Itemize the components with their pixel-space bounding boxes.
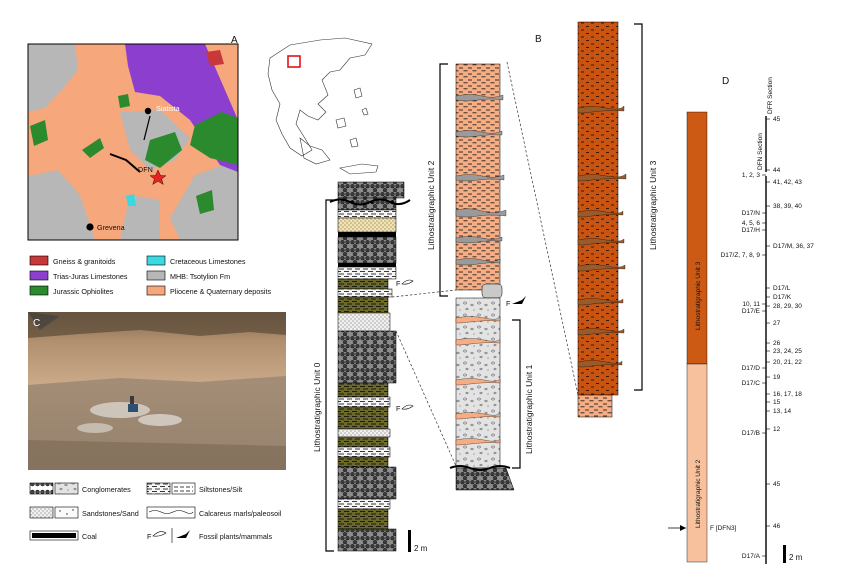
sample-label-right: D17/L (773, 285, 791, 292)
legend-fossil: Fossil plants/mammals (199, 532, 272, 541)
legend-fossil-f: F (147, 532, 152, 541)
sample-label-left: D17/E (742, 308, 761, 315)
sample-label-right: 46 (773, 523, 781, 530)
dfn-section-label: DFN Section (757, 133, 764, 170)
panel-d-label: D (722, 76, 729, 87)
sample-label-left: D17/H (742, 227, 761, 234)
sample-label-right: 26 (773, 340, 781, 347)
legend-coal: Coal (82, 532, 97, 541)
sample-label-left: D17/Z, 7, 8, 9 (721, 252, 761, 259)
legend-sandstones: Sandstones/Sand (82, 509, 139, 518)
fossil-mark-u0-b: F (396, 404, 401, 413)
sample-label-left: D17/A (742, 553, 761, 560)
sample-label-right: 12 (773, 426, 781, 433)
sample-label-right: 13, 14 (773, 408, 791, 415)
town-grevena: Grevena (97, 223, 125, 232)
unit-0-label: Lithostratigraphic Unit 0 (312, 362, 322, 452)
sample-label-right: 23, 24, 25 (773, 348, 802, 355)
sample-label-right: 44 (773, 167, 781, 174)
unit-2-label: Lithostratigraphic Unit 2 (426, 160, 436, 250)
fossil-mark-u2: F (506, 299, 511, 308)
panel-a-label: A (231, 35, 238, 46)
section-units-1-2: F (439, 63, 526, 491)
map-legend: Gneiss & granitoids Trias-Juras Limeston… (29, 255, 271, 296)
legend-ophiolites: Jurassic Ophiolites (53, 287, 114, 296)
section-unit-3 (577, 21, 643, 418)
inset-study-area (287, 55, 301, 68)
bone-icon (176, 530, 190, 538)
panel-d-ticks (762, 118, 770, 557)
sample-label-left: D17/N (742, 210, 761, 217)
sample-label-left: D17/D (742, 365, 761, 372)
legend-siltstones: Siltstones/Silt (199, 485, 242, 494)
sample-label-right: 38, 39, 40 (773, 203, 802, 210)
legend-mhb: MHB: Tsotylion Fm (170, 272, 230, 281)
panel-d-column (686, 111, 708, 563)
section-unit-0: F F (325, 181, 414, 552)
field-photo (28, 312, 286, 470)
sample-label-left: D17/C (742, 380, 761, 387)
legend-gneiss: Gneiss & granitoids (53, 257, 116, 266)
sample-label-right: D17/K (773, 294, 792, 301)
leaf-icon (152, 531, 167, 537)
fossil-mark-u0-a: F (396, 279, 401, 288)
sample-label-right: 45 (773, 481, 781, 488)
sample-label-right: 27 (773, 320, 781, 327)
panel-d-unit2-label: Lithostratigraphic Unit 2 (695, 459, 702, 528)
unit-3-label: Lithostratigraphic Unit 3 (648, 160, 658, 250)
scale-bar-d (783, 545, 786, 563)
correlation-lines (391, 61, 579, 467)
dfn3-label: F [DFN3] (710, 525, 737, 532)
sample-label-right: 41, 42, 43 (773, 179, 802, 186)
geological-map: Siatista DFN Grevena (27, 43, 239, 241)
sample-label-right: 15 (773, 399, 781, 406)
sample-label-left: 1, 2, 3 (742, 172, 760, 179)
unit-1-label: Lithostratigraphic Unit 1 (524, 364, 534, 454)
lithology-legend: Conglomerates Siltstones/Silt Sandstones… (29, 482, 282, 543)
town-siatista: Siatista (156, 104, 180, 113)
sample-label-left: D17/B (742, 430, 760, 437)
scale-label-unit0: 2 m (414, 544, 428, 553)
sample-label-left: 10, 11 (742, 301, 760, 308)
sample-label-right: 20, 21, 22 (773, 359, 802, 366)
panel-d-unit3-label: Lithostratigraphic Unit 3 (695, 261, 702, 330)
legend-cretaceous: Cretaceous Limestones (170, 257, 246, 266)
legend-pliocene: Pliocene & Quaternary deposits (170, 287, 271, 296)
sample-label-right: 16, 17, 18 (773, 391, 802, 398)
legend-trias: Trias-Juras Limestones (53, 272, 128, 281)
town-dfn: DFN (138, 165, 153, 174)
sample-label-right: D17/M, 36, 37 (773, 243, 814, 250)
legend-conglomerates: Conglomerates (82, 485, 131, 494)
legend-marls: Calcareus marls/paleosoil (199, 509, 282, 518)
panel-d-labels-right: 45 44 41, 42, 43 38, 39, 40 D17/M, 36, 37 D17… (773, 116, 814, 530)
sample-label-left: 4, 5, 6 (742, 220, 760, 227)
scale-bar-unit0 (408, 530, 411, 552)
panel-c-label: C (33, 318, 40, 329)
panel-b-label: B (535, 34, 542, 45)
greece-inset-map (267, 37, 379, 175)
dfr-section-label: DFR Section (767, 77, 774, 114)
sample-label-right: 19 (773, 374, 781, 381)
scale-label-d: 2 m (789, 553, 803, 562)
sample-label-right: 45 (773, 116, 781, 123)
sample-label-right: 28, 29, 30 (773, 303, 802, 310)
